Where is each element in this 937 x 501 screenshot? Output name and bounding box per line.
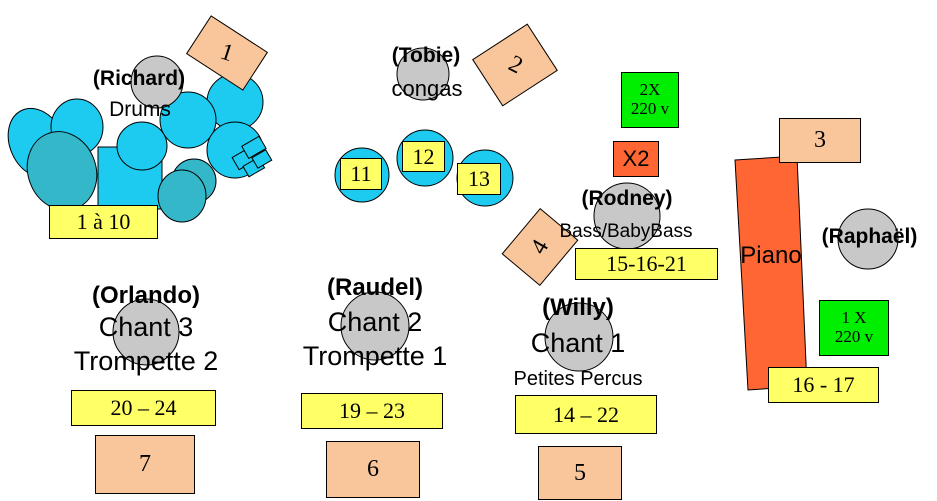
drum-tom bbox=[157, 169, 207, 223]
rodney-role: Bass/BabyBass bbox=[559, 221, 693, 242]
orlando-position bbox=[112, 298, 180, 366]
power-top-line1: 2X bbox=[639, 80, 661, 100]
conga-11-text: 11 bbox=[350, 161, 372, 186]
power-outlet-top: 2X 220 v bbox=[621, 72, 679, 128]
richard-position bbox=[130, 55, 184, 109]
monitor-7-label: 7 bbox=[139, 451, 151, 477]
drum-hardware bbox=[231, 135, 273, 178]
richard-name: (Richard) bbox=[92, 67, 186, 90]
conga-11-label: 11 bbox=[340, 158, 382, 190]
monitor-5-label: 5 bbox=[574, 459, 586, 486]
monitor-6-label: 6 bbox=[367, 456, 379, 482]
willy-role2: Petites Percus bbox=[513, 368, 643, 390]
power-right-line1: 1 X bbox=[841, 308, 867, 328]
orlando-channels-text: 20 – 24 bbox=[110, 395, 177, 420]
tobie-role: congas bbox=[391, 76, 463, 101]
raudel-name: (Raudel) bbox=[327, 274, 423, 301]
power-outlet-right: 1 X 220 v bbox=[819, 300, 889, 356]
raudel-channels-text: 19 – 23 bbox=[339, 398, 405, 423]
willy-channels-text: 14 – 22 bbox=[553, 401, 619, 427]
willy-role1: Chant 1 bbox=[530, 328, 626, 358]
raudel-position bbox=[340, 291, 410, 361]
raudel-role2: Trompette 1 bbox=[302, 341, 448, 371]
tobie-position bbox=[396, 47, 450, 101]
drums-channels: 1 à 10 bbox=[49, 205, 158, 239]
piano-channels: 16 - 17 bbox=[768, 367, 879, 403]
monitor-7: 7 bbox=[95, 435, 195, 494]
raphael-name: (Raphaël) bbox=[821, 225, 918, 248]
drums-channels-text: 1 à 10 bbox=[76, 209, 131, 234]
raudel-channels: 19 – 23 bbox=[301, 393, 443, 429]
power-right-line2: 220 v bbox=[834, 327, 874, 346]
monitor-3-label: 3 bbox=[814, 127, 826, 153]
conga-13-text: 13 bbox=[468, 166, 490, 191]
raphael-position bbox=[837, 208, 899, 270]
monitor-3: 3 bbox=[779, 118, 861, 163]
rodney-name: (Rodney) bbox=[581, 187, 673, 210]
monitor-2-label: 2 bbox=[503, 50, 527, 79]
conga-13-label: 13 bbox=[457, 163, 501, 195]
bass-channels: 15-16-21 bbox=[575, 248, 718, 280]
willy-name: (Willy) bbox=[542, 294, 614, 321]
conga-12-text: 12 bbox=[412, 143, 435, 169]
piano-shape bbox=[734, 155, 808, 391]
orlando-name: (Orlando) bbox=[92, 282, 200, 309]
richard-role: Drums bbox=[109, 98, 171, 121]
orlando-role1: Chant 3 bbox=[98, 312, 194, 342]
conga-12-label: 12 bbox=[402, 141, 445, 172]
willy-channels: 14 – 22 bbox=[515, 395, 657, 434]
piano-channels-text: 16 - 17 bbox=[792, 372, 855, 397]
orlando-role2: Trompette 2 bbox=[73, 346, 219, 376]
willy-position bbox=[544, 302, 614, 372]
x2-box: X2 bbox=[613, 141, 659, 177]
orlando-channels: 20 – 24 bbox=[71, 390, 216, 426]
piano-label: Piano bbox=[740, 242, 802, 269]
tobie-name: (Tobie) bbox=[391, 44, 461, 67]
monitor-1-label: 1 bbox=[217, 38, 237, 67]
monitor-5: 5 bbox=[538, 446, 622, 500]
power-top-line2: 220 v bbox=[630, 99, 670, 118]
drum-rack-tom bbox=[159, 91, 217, 149]
drum-snare bbox=[116, 121, 168, 171]
monitor-6: 6 bbox=[326, 441, 420, 498]
raudel-role1: Chant 2 bbox=[327, 307, 423, 337]
bass-channels-text: 15-16-21 bbox=[606, 251, 687, 276]
x2-label: X2 bbox=[622, 146, 650, 171]
